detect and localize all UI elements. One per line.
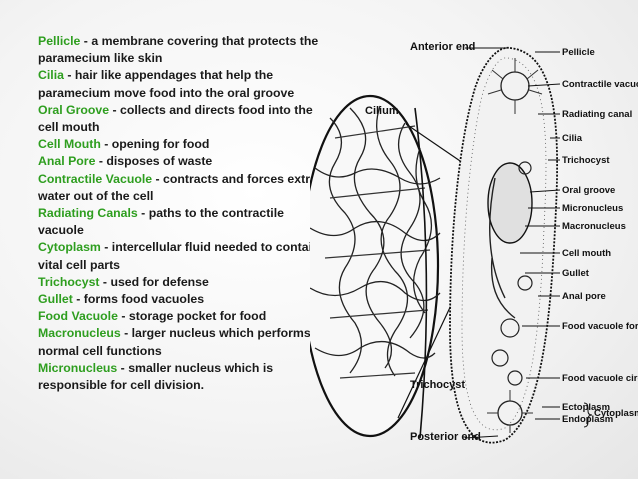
diagram-label: Pellicle	[562, 47, 595, 58]
definition-term: Trichocyst	[38, 274, 100, 289]
definitions-list: Pellicle - a membrane covering that prot…	[38, 33, 328, 394]
diagram-label: Oral groove	[562, 185, 615, 196]
definition-term: Cilia	[38, 68, 64, 83]
diagram-label: Cilia	[562, 133, 583, 144]
label-cytoplasm: Cytoplasm	[594, 408, 638, 419]
definition-item: Cell Mouth - opening for food	[38, 136, 328, 153]
label-cilium: Cilium	[365, 105, 399, 117]
definition-term: Contractile Vacuole	[38, 171, 153, 186]
diagram-label: Ectoplasm	[562, 402, 610, 413]
label-anterior-end: Anterior end	[410, 41, 475, 53]
diagram-label: Micronucleus	[562, 203, 623, 214]
definition-term: Gullet	[38, 292, 73, 307]
diagram-label: Food vacuole forming	[562, 321, 638, 332]
definition-text: - larger nucleus which performs normal c…	[38, 326, 311, 358]
definition-text: - opening for food	[100, 137, 210, 152]
definition-item: Macronucleus - larger nucleus which perf…	[38, 325, 328, 359]
paramecium-diagram: Anterior end Posterior end Cilium Tricho…	[310, 41, 638, 444]
definition-item: Micronucleus - smaller nucleus which is …	[38, 360, 328, 394]
definition-term: Cell Mouth	[38, 137, 101, 152]
definition-text: - contracts and forces extra water out o…	[38, 171, 317, 203]
diagram-label: Food vacuole circulating	[562, 373, 638, 384]
label-trichocyst-closeup: Trichocyst	[410, 379, 465, 391]
paramecium-cell	[449, 47, 559, 444]
diagram-label: Trichocyst	[562, 155, 610, 166]
definition-item: Trichocyst - used for defense	[38, 274, 328, 291]
diagram-label: Macronucleus	[562, 221, 626, 232]
definition-item: Anal Pore - disposes of waste	[38, 153, 328, 170]
definition-text: - smaller nucleus which is responsible f…	[38, 360, 274, 393]
definition-item: Cilia - hair like appendages that help t…	[38, 67, 328, 101]
definition-term: Micronucleus	[38, 360, 118, 375]
definition-item: Pellicle - a membrane covering that prot…	[38, 33, 328, 67]
label-pointers	[464, 47, 561, 439]
definition-term: Pellicle	[38, 34, 81, 48]
definition-item: Cytoplasm - intercellular fluid needed t…	[38, 239, 328, 273]
definition-text: - used for defense	[99, 274, 209, 289]
definition-item: Oral Groove - collects and directs food …	[38, 102, 328, 136]
diagram-label: Gullet	[562, 268, 590, 279]
definition-item: Contractile Vacuole - contracts and forc…	[38, 171, 328, 205]
definition-term: Radiating Canals	[38, 206, 138, 221]
definition-term: Macronucleus	[38, 326, 121, 341]
definition-item: Radiating Canals - paths to the contract…	[38, 205, 328, 239]
definition-text: - intercellular fluid needed to contain …	[38, 240, 320, 272]
definition-text: - collects and directs food into the cel…	[38, 102, 313, 135]
diagram-label: Radiating canal	[562, 109, 632, 120]
diagram-label: Contractile vacuole	[562, 79, 638, 90]
definition-text: - hair like appendages that help the par…	[38, 68, 295, 100]
label-posterior-end: Posterior end	[410, 431, 481, 443]
definition-text: - a membrane covering that protects the …	[38, 34, 319, 66]
definition-item: Food Vacuole - storage pocket for food	[38, 308, 328, 325]
definition-term: Food Vacuole	[38, 309, 118, 324]
cilia-closeup	[310, 94, 441, 439]
definition-text: - paths to the contractile vacuole	[38, 206, 284, 238]
diagram-label: Cell mouth	[562, 248, 611, 259]
definition-term: Oral Groove	[38, 102, 110, 117]
definition-item: Gullet - forms food vacuoles	[38, 291, 328, 308]
diagram-label: Anal pore	[562, 291, 606, 302]
definition-term: Anal Pore	[38, 154, 96, 169]
definition-text: - forms food vacuoles	[72, 292, 205, 307]
definition-text: - storage pocket for food	[117, 309, 267, 324]
definition-term: Cytoplasm	[38, 240, 101, 255]
definition-text: - disposes of waste	[95, 154, 213, 169]
